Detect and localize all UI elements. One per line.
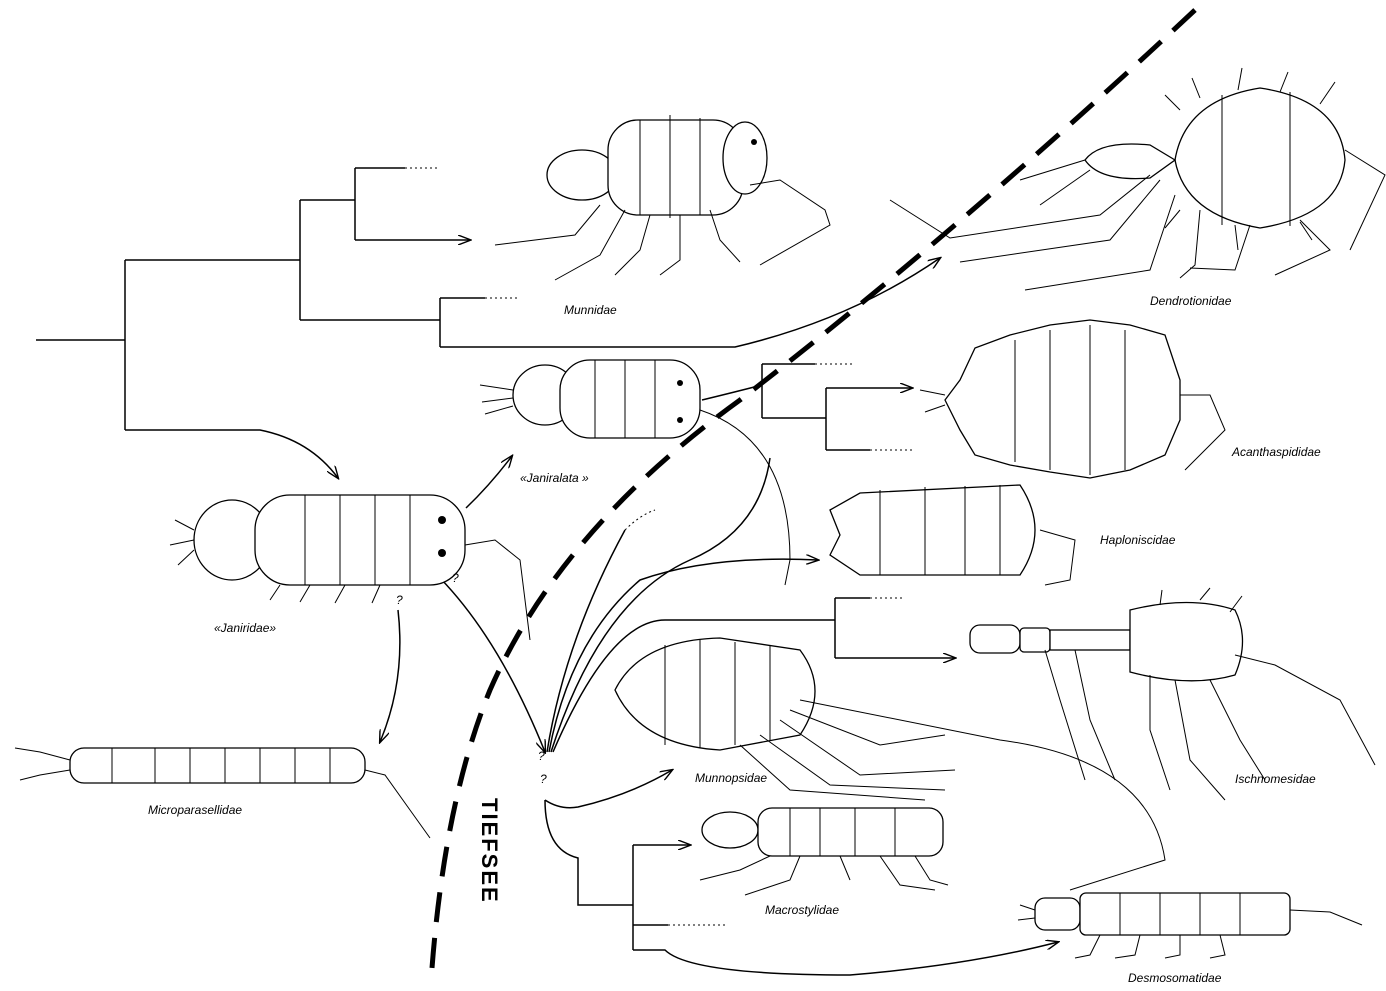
question-mark: ? — [452, 571, 459, 585]
label-janiralata: «Janiralata » — [520, 471, 589, 485]
question-mark: ? — [540, 772, 547, 786]
label-ischnomesidae: Ischnomesidae — [1235, 772, 1316, 786]
question-mark: ? — [396, 593, 403, 607]
label-microparasellidae: Microparasellidae — [148, 803, 242, 817]
uncertainty-marks: ? ? ? ? — [396, 571, 547, 786]
ischnomesidae-drawing — [970, 588, 1375, 800]
question-mark: ? — [538, 749, 545, 763]
label-macrostylidae: Macrostylidae — [765, 903, 839, 917]
munnidae-drawing — [495, 115, 830, 280]
janiridae-drawing — [170, 495, 530, 640]
dendrotionidae-drawing — [890, 68, 1385, 290]
arrow-to-desmosomatidae — [633, 942, 1058, 975]
label-haploniscidae: Haploniscidae — [1100, 533, 1176, 547]
label-janiridae: «Janiridae» — [214, 621, 276, 635]
label-dendrotionidae: Dendrotionidae — [1150, 294, 1232, 308]
label-munnopsidae: Munnopsidae — [695, 771, 767, 785]
label-desmosomatidae: Desmosomatidae — [1128, 971, 1222, 985]
label-acanthaspididae: Acanthaspididae — [1231, 445, 1321, 459]
acanthaspididae-drawing — [920, 320, 1225, 478]
macrostylidae-drawing — [700, 808, 948, 895]
microparasellidae-drawing — [15, 748, 430, 838]
label-munnidae: Munnidae — [564, 303, 617, 317]
arrow-to-janiridae — [125, 430, 338, 478]
desmosomatidae-drawing — [1018, 893, 1362, 958]
deep-sea-label: TIEFSEE — [477, 798, 502, 904]
haploniscidae-drawing — [830, 485, 1075, 585]
